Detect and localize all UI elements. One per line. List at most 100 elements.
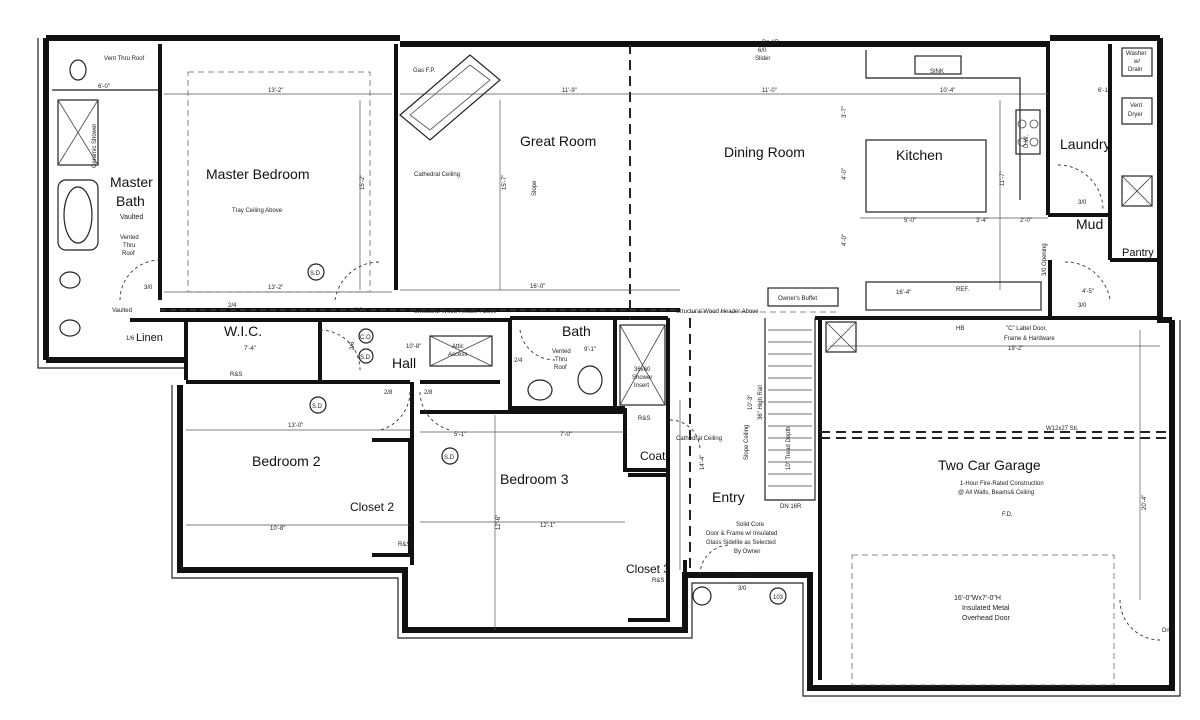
room-two-car-garage: Two Car Garage	[938, 457, 1041, 473]
room-bath: Bath	[562, 323, 591, 339]
note: D.W.	[1024, 135, 1030, 148]
dim-label: 10'-3"	[748, 395, 754, 410]
room-dining-room: Dining Room	[724, 144, 805, 160]
kitchen-island	[865, 139, 987, 213]
room-coat: Coat	[640, 449, 666, 463]
room-closet-3: Closet 3	[626, 562, 670, 576]
note: R&S	[638, 416, 650, 422]
note: Thru	[123, 243, 135, 249]
garage-vent-icon	[825, 321, 857, 353]
note: Glass Sidelite as Selected	[706, 540, 776, 546]
note: Vented	[552, 349, 571, 355]
sink-icon	[914, 55, 962, 75]
dim-label: 2'-0"	[1020, 218, 1032, 224]
interior-walls	[52, 44, 1160, 680]
dim-label: 6'-0"	[98, 84, 110, 90]
toilet-icon	[69, 59, 87, 81]
dimension-labels: 6'-0" 13'-2" 13'-2" 15'-2" 11'-9" 11'-0"…	[98, 84, 1148, 592]
note: By Owner	[734, 549, 760, 555]
note: Overhead Door	[962, 615, 1011, 622]
room-pantry: Pantry	[1122, 247, 1154, 259]
room-bedroom-3: Bedroom 3	[500, 471, 569, 487]
fixtures	[57, 47, 1153, 686]
note: Insert	[634, 383, 649, 389]
note: Solid Core	[736, 522, 765, 528]
dim-label: 16'-4"	[896, 290, 911, 296]
dim-label: 11'-9"	[562, 88, 577, 94]
dim-label: 10'-8"	[270, 526, 285, 532]
washer-icon	[1121, 47, 1153, 77]
dim-label: 3'-4"	[976, 218, 988, 224]
room-bedroom-2: Bedroom 2	[252, 453, 321, 469]
dim-label: 15'-7"	[502, 175, 508, 190]
toilet-icon	[577, 365, 603, 395]
dim-label: 2/4	[228, 303, 237, 309]
dim-label: 11'-0"	[762, 88, 777, 94]
room-entry: Entry	[712, 489, 745, 505]
room-linen: Linen	[136, 332, 163, 344]
note: Shower	[632, 375, 652, 381]
note: Dn 1R	[762, 40, 780, 46]
dim-label: 6'-1"	[1098, 88, 1110, 94]
note: w/	[1133, 59, 1140, 65]
room-great-room: Great Room	[520, 133, 596, 149]
sink-icon	[59, 271, 81, 289]
laundry-sink-icon	[1121, 175, 1153, 207]
note: S.D	[310, 271, 321, 277]
note: Ceramic Shower	[92, 124, 98, 168]
dimension-lines	[164, 93, 1160, 630]
dim-label: 3/0	[1078, 303, 1087, 309]
note: Thru	[555, 357, 567, 363]
dim-label: 4'-0"	[842, 168, 848, 180]
bathtub-icon	[57, 179, 99, 251]
room-master-bath-1: Master	[110, 174, 153, 190]
shower-insert-icon	[619, 324, 666, 406]
dryer-icon	[1121, 97, 1153, 125]
dim-label: 4'-0"	[842, 234, 848, 246]
note: Vaulted	[120, 214, 143, 221]
dim-label: 2/4	[514, 358, 523, 364]
note: R&S	[652, 578, 664, 584]
dim-label: 3/0	[1078, 200, 1087, 206]
stair-treads	[768, 329, 812, 487]
note: S.D	[444, 455, 455, 461]
dim-label: 15'-2"	[360, 175, 366, 190]
stove-icon	[1015, 109, 1041, 155]
dim-label: 3'-7"	[842, 106, 848, 118]
note: DN 16R	[780, 504, 802, 510]
note: 36" High Rail	[758, 385, 764, 420]
note: Insulated Metal	[962, 605, 1010, 612]
note: 6/0	[758, 48, 767, 54]
dim-label: 2/8	[424, 390, 433, 396]
dim-label: 9'-1"	[584, 347, 596, 353]
note: Attic	[452, 344, 464, 350]
note: REF.	[956, 287, 969, 293]
dim-label: 19'-2"	[1008, 346, 1023, 352]
dim-label: 16'-0"	[530, 284, 545, 290]
note: "C" Label Door,	[1006, 326, 1047, 332]
note: R&S	[398, 542, 410, 548]
dim-label: 12'-6"	[496, 515, 502, 530]
note: 36x60	[634, 367, 651, 373]
note: Structural Wood Header Above	[414, 309, 497, 315]
dim-label: 12'-1"	[540, 523, 555, 529]
note: Access	[448, 352, 467, 358]
note: Roof	[122, 251, 135, 257]
note: Cathedral Ceiling	[676, 436, 722, 442]
room-closet-2: Closet 2	[350, 500, 394, 514]
note: Owner's Buffet	[778, 296, 817, 302]
room-laundry: Laundry	[1060, 136, 1111, 152]
note: Tray Ceiling Above	[232, 208, 283, 214]
dim-label: 5'-1"	[454, 432, 466, 438]
note: F.D.	[1002, 512, 1013, 518]
dim-label: 13'-0"	[288, 423, 303, 429]
note: Roof	[554, 365, 567, 371]
smoke-detector-icon	[307, 263, 325, 281]
dim-label: 3/0	[738, 586, 747, 592]
note: Washer	[1126, 51, 1146, 57]
note: Slope Ceiling	[744, 425, 750, 460]
room-mud: Mud	[1076, 216, 1103, 232]
buffet	[767, 287, 839, 307]
dim-label: 7'-4"	[244, 346, 256, 352]
